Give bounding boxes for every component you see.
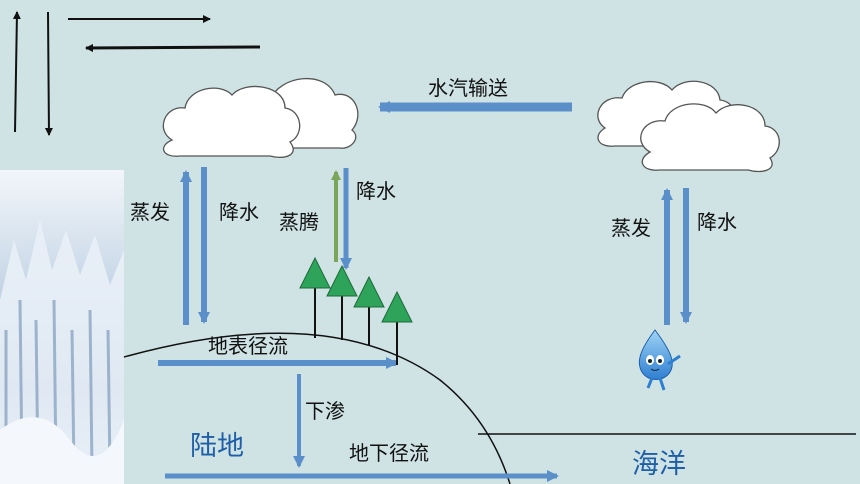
precipitation-land-label: 降水 [219, 200, 259, 224]
cloud-land-front [162, 85, 301, 158]
cloud-ocean-front [640, 103, 780, 173]
underground-runoff-label: 地下径流 [349, 441, 429, 465]
decorative-arrows [12, 11, 261, 136]
surface-runoff-label: 地表径流 [208, 334, 288, 358]
infiltration-label: 下渗 [305, 399, 345, 423]
tree-icon [326, 264, 358, 340]
glacier-image [0, 170, 124, 484]
tree-icon [299, 256, 331, 338]
water-drop-mascot-icon [638, 329, 681, 391]
ocean-label: 海洋 [632, 449, 686, 480]
land-hill [123, 332, 511, 484]
tree-icon [353, 275, 385, 345]
tree-icon [381, 290, 413, 365]
evaporation-ocean-label: 蒸发 [611, 216, 651, 240]
flow-arrows [158, 101, 692, 482]
vapor-transport-label: 水汽输送 [428, 76, 508, 100]
transpiration-label: 蒸腾 [279, 210, 319, 234]
land-label: 陆地 [190, 431, 244, 462]
trees [299, 256, 413, 365]
precipitation-trees-label: 降水 [356, 179, 396, 203]
evaporation-land-label: 蒸发 [130, 200, 170, 224]
precipitation-ocean-label: 降水 [697, 210, 737, 234]
